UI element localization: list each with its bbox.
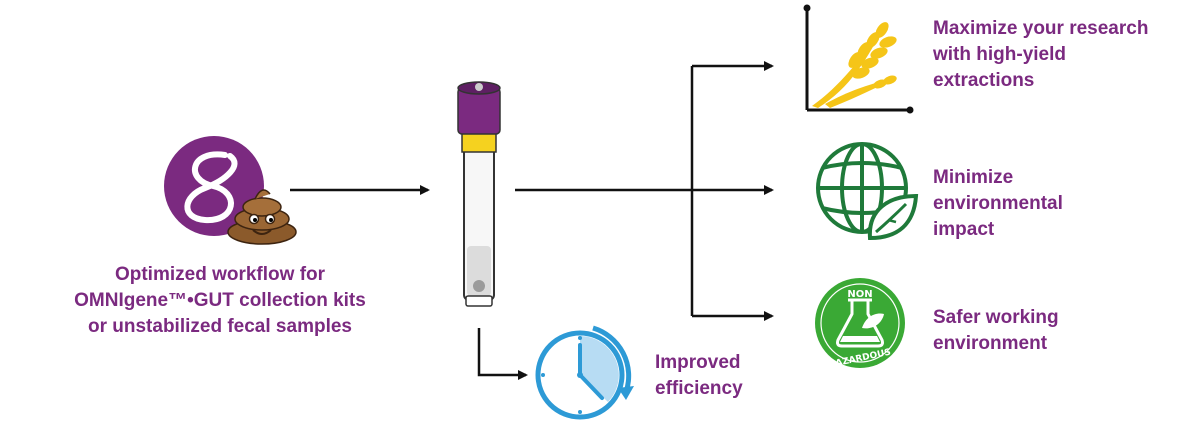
collection-tube-icon <box>457 81 501 307</box>
environment-label: Minimize environmental impact <box>933 165 1063 243</box>
globe-leaf-icon <box>816 142 919 241</box>
research-label: Maximize your research with high-yield e… <box>933 16 1148 94</box>
badge-bottom-text: HAZARDOUS <box>827 348 892 371</box>
environment-label-line: impact <box>933 219 995 240</box>
efficiency-label-line: efficiency <box>655 378 743 399</box>
wheat-growth-chart-icon <box>803 4 914 114</box>
clock-icon <box>535 325 634 420</box>
infinity-loop-logo-icon <box>164 136 264 236</box>
source-label-line: OMNIgene™•GUT collection kits <box>74 290 366 311</box>
safety-label-line: environment <box>933 333 1048 354</box>
research-label-line: extractions <box>933 70 1035 91</box>
poop-emoji-icon <box>227 189 297 245</box>
safety-label: Safer working environment <box>933 305 1059 357</box>
badge-top-text: NON <box>847 289 872 300</box>
efficiency-label: Improved efficiency <box>655 350 743 402</box>
environment-label-line: Minimize <box>933 167 1014 188</box>
research-label-line: Maximize your research <box>933 18 1149 39</box>
arrow-to-efficiency <box>477 328 528 380</box>
efficiency-label-line: Improved <box>655 352 741 373</box>
environment-label-line: environmental <box>933 193 1063 214</box>
source-label: Optimized workflow for OMNIgene™•GUT col… <box>40 262 400 340</box>
non-hazardous-badge-icon <box>815 278 905 368</box>
source-label-line: Optimized workflow for <box>114 264 326 285</box>
connector-arrows <box>290 61 774 380</box>
safety-label-line: Safer working <box>933 307 1059 328</box>
source-label-line: or unstabilized fecal samples <box>88 316 352 337</box>
research-label-line: with high-yield <box>933 44 1066 65</box>
